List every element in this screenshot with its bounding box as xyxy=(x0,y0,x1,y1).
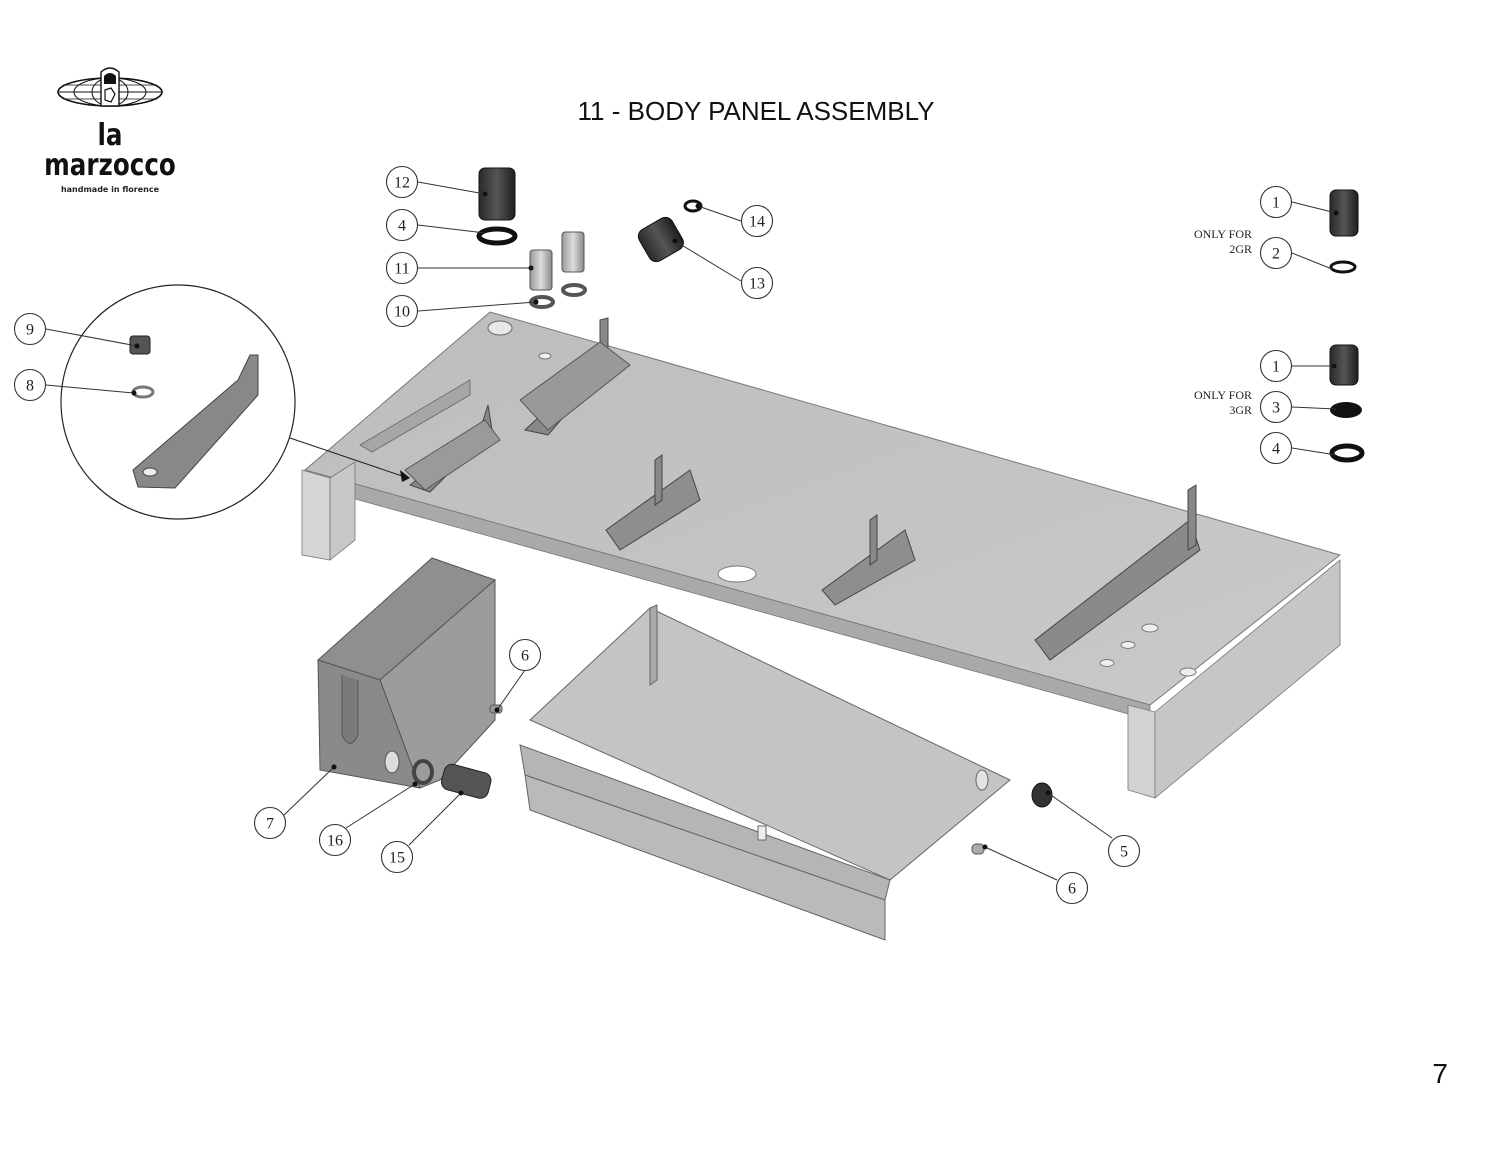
group-bracket xyxy=(404,404,501,493)
callout-circle xyxy=(1259,185,1293,219)
brand-tagline: handmade in florence xyxy=(60,185,160,194)
cap-part-3 xyxy=(1330,402,1362,418)
callout-circle xyxy=(1259,390,1293,424)
callout-circle xyxy=(740,204,774,238)
callout-13: 13 xyxy=(740,266,774,300)
callout-number: 13 xyxy=(749,276,765,293)
callout-number: 3 xyxy=(1272,400,1280,417)
page-number: 7 xyxy=(1432,1058,1448,1089)
callout-number: 9 xyxy=(26,322,34,339)
callout-circle xyxy=(1107,834,1141,868)
callout-number: 4 xyxy=(1272,441,1280,458)
callout-circle xyxy=(508,638,542,672)
group-bracket xyxy=(519,317,631,436)
callout-8: 8 xyxy=(13,368,47,402)
callout-number: 14 xyxy=(749,214,765,231)
lock-nut-part-4 xyxy=(476,226,518,246)
callout-number: 5 xyxy=(1120,844,1128,861)
callout-circle xyxy=(385,251,419,285)
callout-circle xyxy=(1259,431,1293,465)
callout-circle xyxy=(740,266,774,300)
callout-11: 11 xyxy=(385,251,419,285)
callout-10: 10 xyxy=(385,294,419,328)
lock-nut-part-4b xyxy=(1329,443,1365,463)
note-2gr-line2: 2GR xyxy=(1229,242,1252,256)
note-3gr-line1: ONLY FOR xyxy=(1194,388,1252,402)
fitting-part-11 xyxy=(529,249,553,291)
callout-number: 4 xyxy=(398,218,406,235)
callout-9: 9 xyxy=(13,312,47,346)
note-2gr-line1: ONLY FOR xyxy=(1194,227,1252,241)
callout-7: 7 xyxy=(253,806,287,840)
callout-circle xyxy=(385,208,419,242)
callout-circle xyxy=(13,368,47,402)
callout-6: 6 xyxy=(508,638,542,672)
base-plate xyxy=(301,311,1342,799)
drip-tray xyxy=(519,604,1011,941)
nut-part-10b xyxy=(561,283,587,297)
callout-number: 15 xyxy=(389,850,405,867)
callout-number: 1 xyxy=(1272,195,1280,212)
callout-number: 8 xyxy=(26,378,34,395)
screw-part-6b xyxy=(971,843,985,855)
callout-1: 1 xyxy=(1259,349,1293,383)
detail-view-circle xyxy=(60,284,410,520)
fitting-part-11b xyxy=(561,231,585,273)
nut-part-16 xyxy=(412,759,434,785)
callout-circle xyxy=(1259,349,1293,383)
callout-number: 1 xyxy=(1272,359,1280,376)
callout-circle xyxy=(318,823,352,857)
page-title: 11 - BODY PANEL ASSEMBLY xyxy=(577,96,935,126)
leader-lines xyxy=(45,181,1337,881)
brand-name: la marzocco xyxy=(44,118,176,183)
cable-gland-part-12 xyxy=(478,167,516,221)
callout-4: 4 xyxy=(385,208,419,242)
callout-3: 3 xyxy=(1259,390,1293,424)
callout-1: 1 xyxy=(1259,185,1293,219)
callout-12: 12 xyxy=(385,165,419,199)
washer-part-14 xyxy=(683,199,703,213)
callout-number: 16 xyxy=(327,833,343,850)
callout-number: 11 xyxy=(394,261,409,278)
hose-fitting-part-15 xyxy=(440,763,492,799)
group-bracket xyxy=(605,454,701,551)
globe-lion-emblem-icon xyxy=(57,67,163,107)
note-3gr-line2: 3GR xyxy=(1229,403,1252,417)
cable-gland-part-1b xyxy=(1329,344,1359,386)
group-bracket xyxy=(1034,484,1201,661)
callout-6: 6 xyxy=(1055,871,1089,905)
callout-15: 15 xyxy=(380,840,414,874)
callout-number: 6 xyxy=(1068,881,1076,898)
callout-16: 16 xyxy=(318,823,352,857)
callout-number: 7 xyxy=(266,816,274,833)
callout-circle xyxy=(385,294,419,328)
brand-logo: la marzocco handmade in florence xyxy=(10,62,210,194)
nut-part-2 xyxy=(1329,260,1357,274)
callout-number: 10 xyxy=(394,304,410,321)
callout-number: 6 xyxy=(521,648,529,665)
drain-box xyxy=(317,557,496,789)
fitting-part-13 xyxy=(637,216,684,263)
callout-circle xyxy=(253,806,287,840)
callout-2: 2 xyxy=(1259,236,1293,270)
group-bracket xyxy=(821,514,916,606)
callout-number: 12 xyxy=(394,175,410,192)
foot-part-5 xyxy=(1031,782,1053,808)
callout-14: 14 xyxy=(740,204,774,238)
callout-5: 5 xyxy=(1107,834,1141,868)
callout-circle xyxy=(13,312,47,346)
callout-number: 2 xyxy=(1272,246,1280,263)
callout-circle xyxy=(380,840,414,874)
callout-circle xyxy=(1259,236,1293,270)
leader-dots xyxy=(131,191,1339,850)
callout-circle xyxy=(385,165,419,199)
callout-circle xyxy=(1055,871,1089,905)
cable-gland-part-1a xyxy=(1329,189,1359,237)
callout-4: 4 xyxy=(1259,431,1293,465)
